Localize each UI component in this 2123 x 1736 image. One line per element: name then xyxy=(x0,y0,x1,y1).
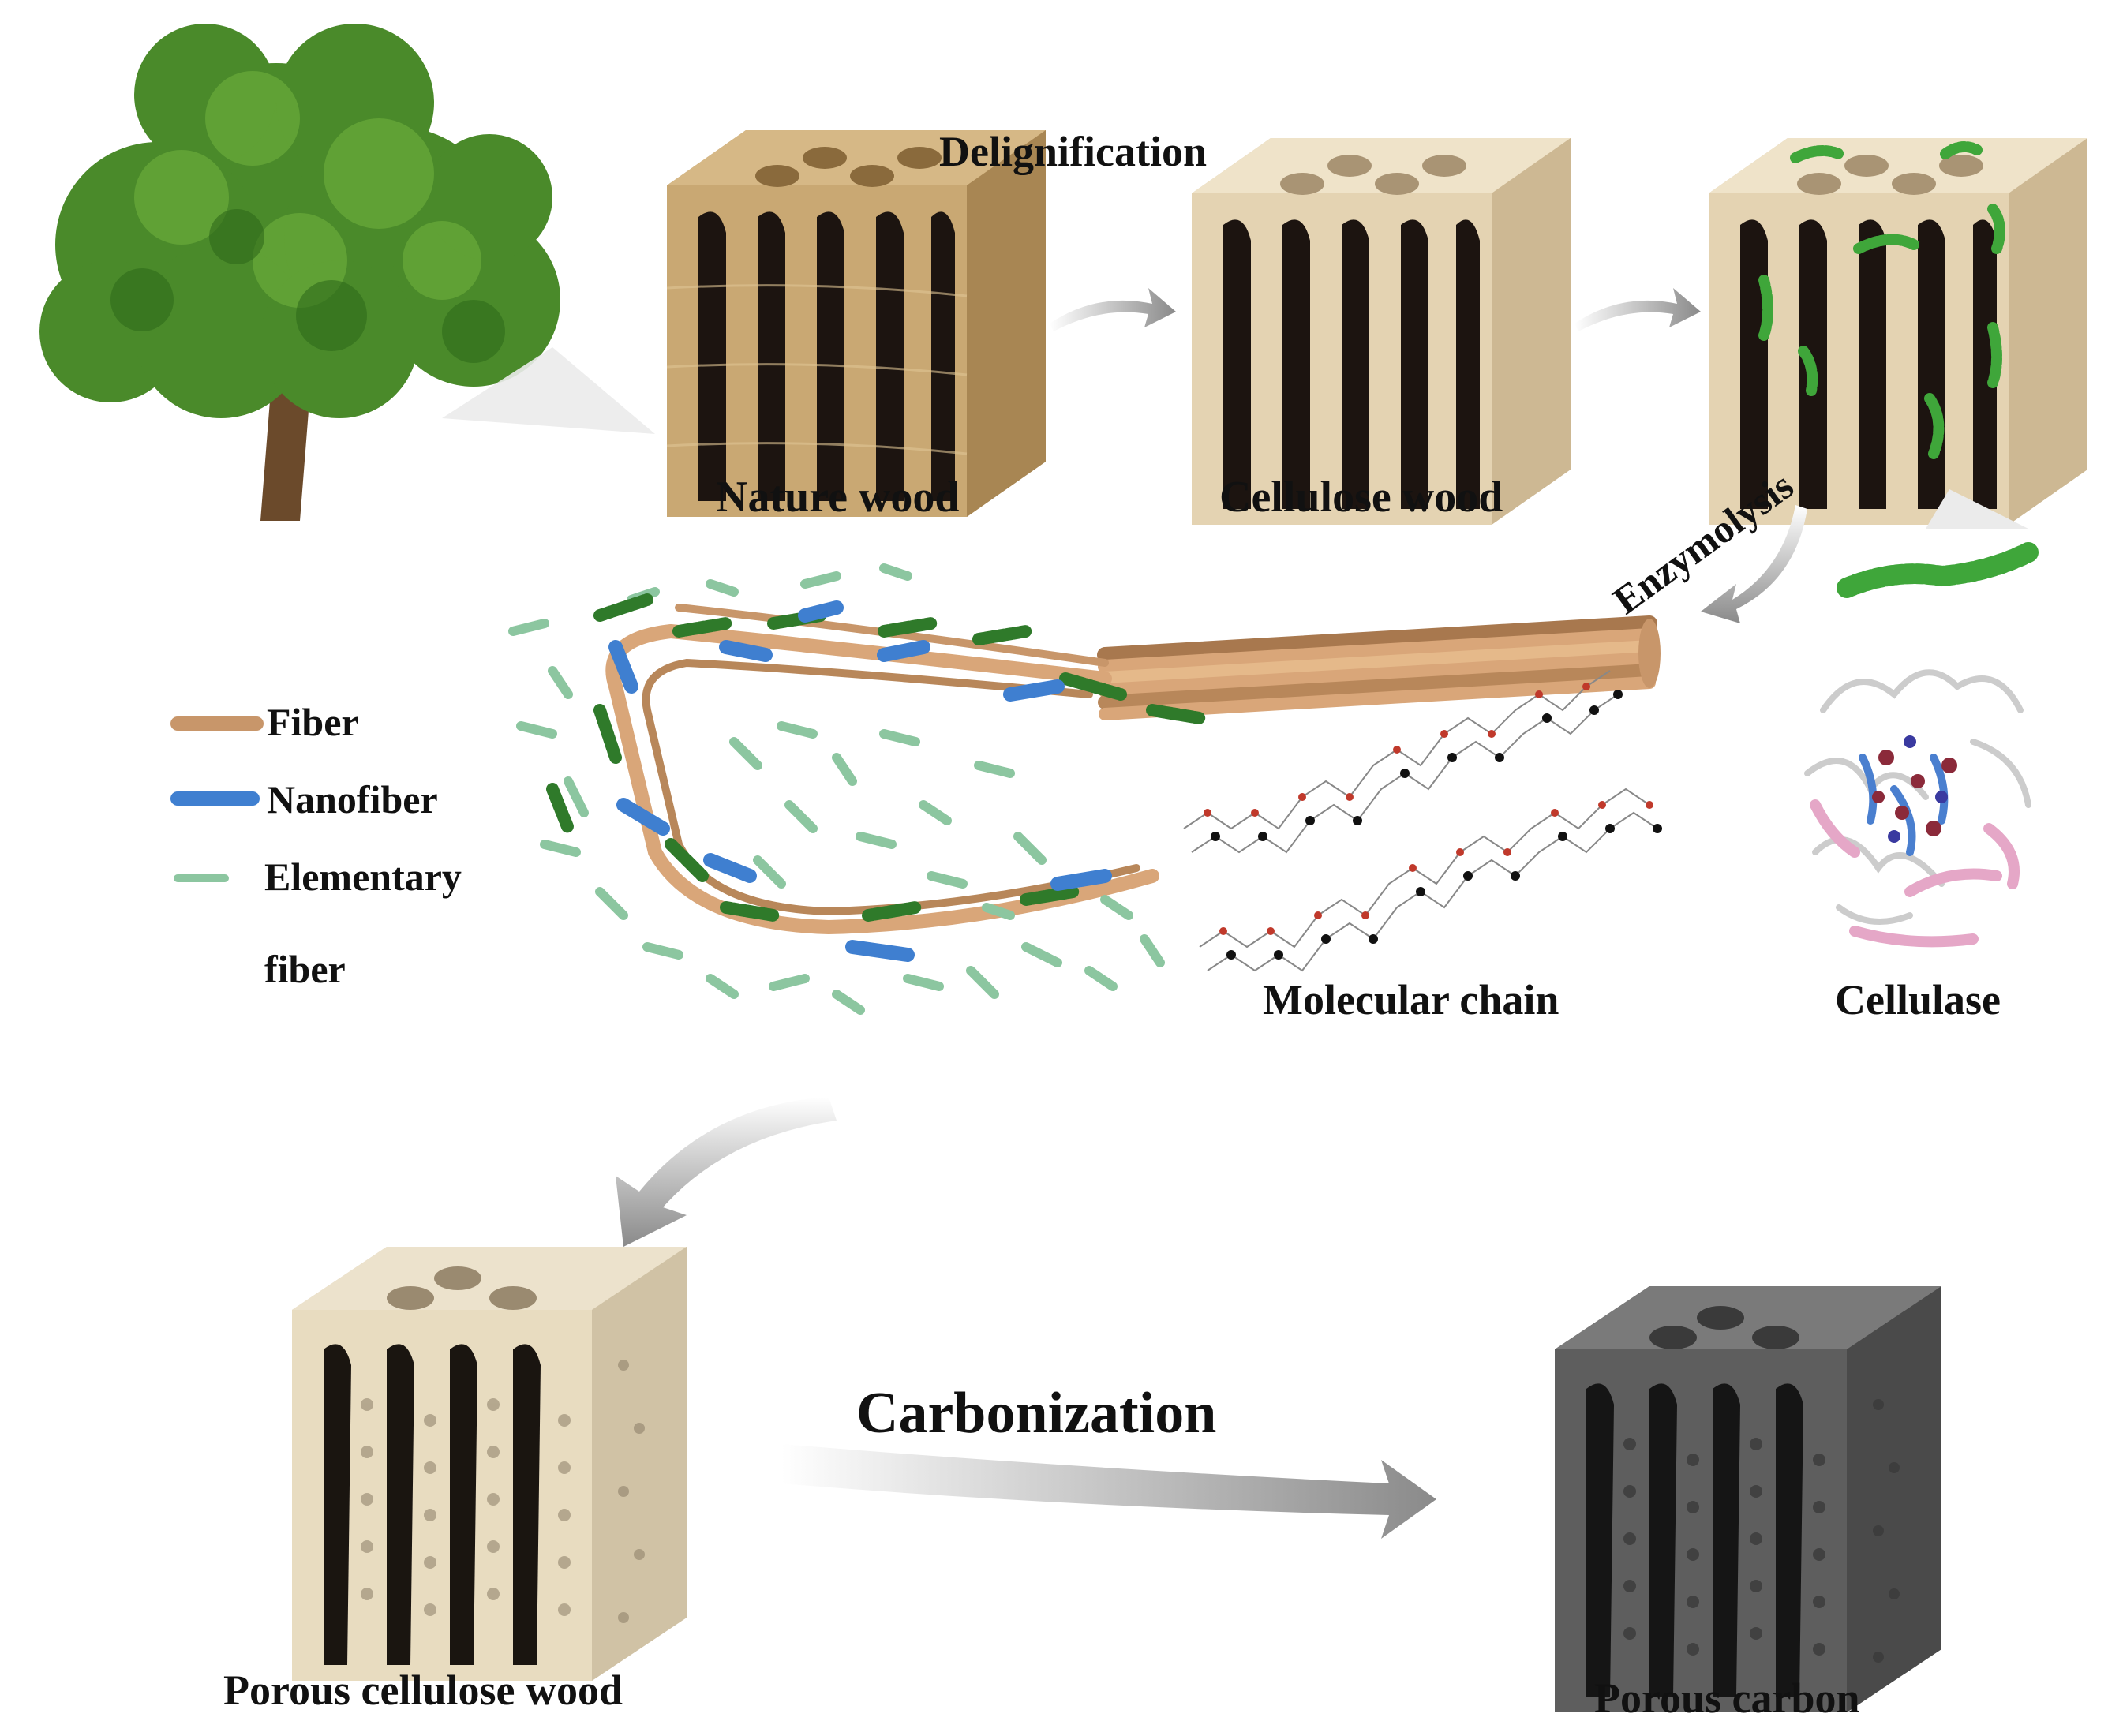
cellulase-protein xyxy=(1804,669,2031,948)
label-delignification: Delignification xyxy=(939,128,1207,175)
porous-carbon-cube xyxy=(1555,1286,1941,1712)
nature-wood-cube xyxy=(666,130,1046,517)
label-carbonization: Carbonization xyxy=(856,1381,1216,1446)
arrow-enzyme xyxy=(1574,288,1701,331)
arrow-to-porous xyxy=(616,1097,837,1247)
label-molecular-chain: Molecular chain xyxy=(1263,976,1559,1023)
label-cellulose-wood: Cellulose wood xyxy=(1219,473,1503,522)
legend-label-fiber-2: fiber xyxy=(264,947,346,991)
legend: Fiber Nanofiber Elementary fiber xyxy=(170,700,462,991)
zoom-cone xyxy=(442,347,655,434)
legend-label-fiber: Fiber xyxy=(267,700,359,744)
label-porous-carbon: Porous carbon xyxy=(1594,1674,1860,1722)
enzyme-zoom xyxy=(1837,542,2039,598)
label-cellulase: Cellulase xyxy=(1835,976,2001,1023)
enzyme-zoom-cone xyxy=(1926,489,2028,529)
enzyme-wood-cube xyxy=(1709,138,2087,525)
arrow-delignification xyxy=(1050,288,1176,331)
legend-label-elementary: Elementary xyxy=(264,855,462,899)
cellulose-wood-cube xyxy=(1192,138,1571,525)
arrow-carbonization xyxy=(781,1444,1436,1539)
scattered-fibers xyxy=(508,563,1206,1015)
arrow-enzymolysis xyxy=(1701,505,1807,623)
legend-label-nanofiber: Nanofiber xyxy=(267,777,438,821)
tree-illustration xyxy=(39,24,560,521)
label-porous-cellulose-wood: Porous cellulose wood xyxy=(223,1667,623,1714)
label-enzymolysis: Enzymolysis xyxy=(1605,463,1802,623)
porous-cellulose-wood-cube xyxy=(292,1247,687,1681)
molecular-chain xyxy=(1183,670,1662,972)
label-nature-wood: Nature wood xyxy=(716,473,960,522)
